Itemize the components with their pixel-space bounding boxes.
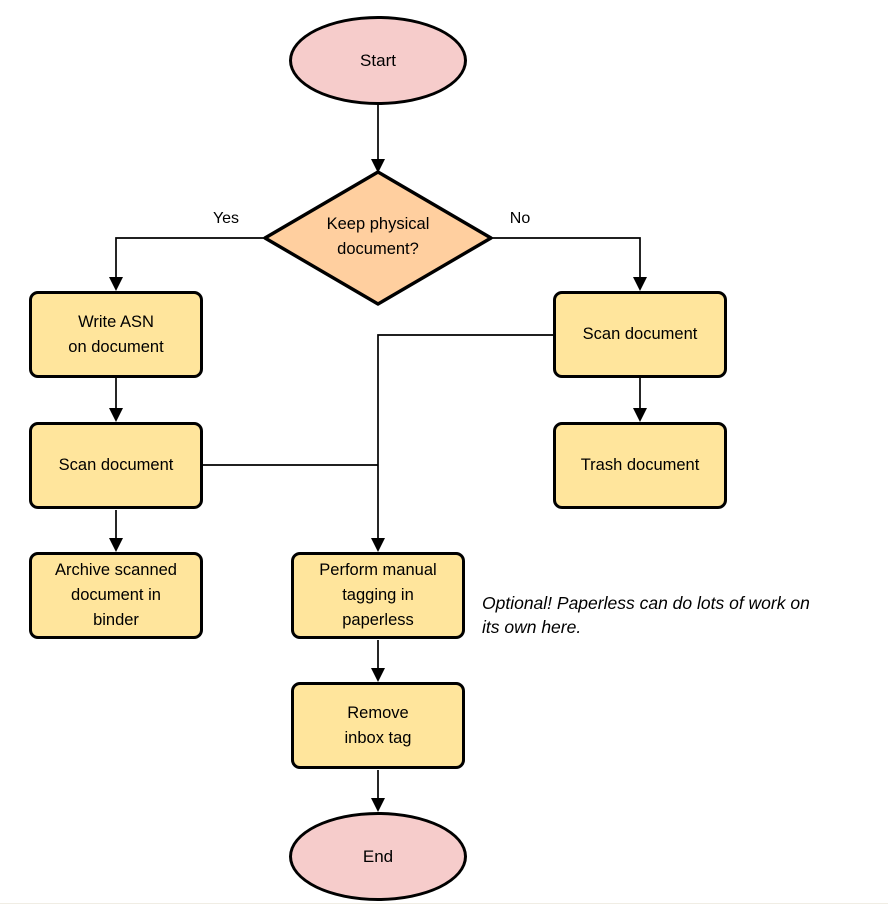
- edge-label-no: No: [509, 210, 531, 227]
- arrowhead-remove-end: [371, 798, 385, 812]
- note-optional: Optional! Paperless can do lots of work …: [482, 593, 810, 637]
- arrowhead-start-decision: [371, 159, 385, 173]
- node-end-label: End: [362, 846, 394, 866]
- arrowhead-scan-archive: [109, 538, 123, 552]
- arrowhead-tagging-remove: [371, 668, 385, 682]
- arrowhead-scan-trash: [633, 408, 647, 422]
- node-scan-document-left: Scan document: [29, 422, 203, 509]
- node-end: End: [289, 812, 467, 901]
- node-remove-inbox-tag: Remove inbox tag: [291, 682, 465, 769]
- connector-decision-no: [490, 237, 641, 277]
- decision-diamond-shape: [263, 170, 493, 306]
- node-write-asn: Write ASN on document: [29, 291, 203, 378]
- arrowhead-decision-no: [633, 277, 647, 291]
- node-trash-document: Trash document: [553, 422, 727, 509]
- connector-scanright-tagging: [377, 334, 553, 538]
- arrowhead-merge-tagging: [371, 538, 385, 552]
- node-start: Start: [289, 16, 467, 105]
- node-decision-label: Keep physical document?: [326, 215, 430, 258]
- arrowhead-decision-yes: [109, 277, 123, 291]
- page-bottom-border: [0, 903, 888, 904]
- connector-decision-yes: [115, 237, 266, 277]
- edge-label-yes: Yes: [212, 210, 240, 227]
- node-start-label: Start: [360, 50, 396, 70]
- arrowhead-writeasn-scan: [109, 408, 123, 422]
- node-scan-document-right: Scan document: [553, 291, 727, 378]
- node-manual-tagging: Perform manual tagging in paperless: [291, 552, 465, 639]
- node-archive-binder: Archive scanned document in binder: [29, 552, 203, 639]
